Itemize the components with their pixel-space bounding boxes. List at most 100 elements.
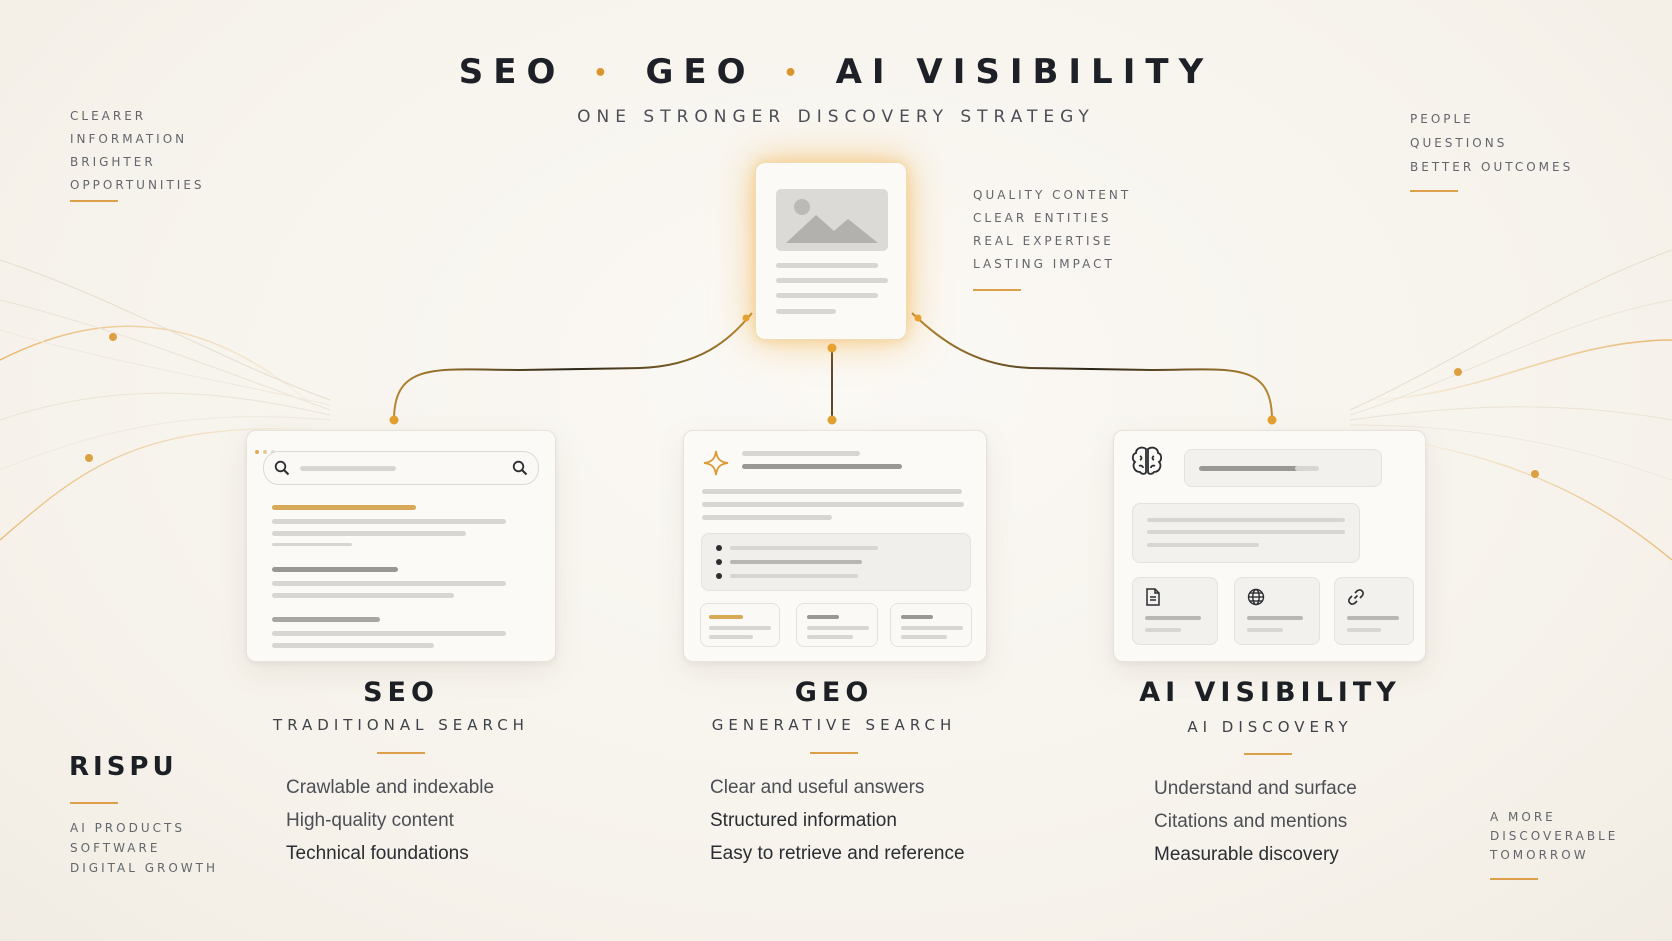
tile-line xyxy=(901,626,963,630)
title-geo: GEO xyxy=(645,52,756,92)
note-line: TOMORROW xyxy=(1490,848,1589,862)
answer-line xyxy=(1147,530,1345,534)
ai-visibility-list-item: Measurable discovery xyxy=(1154,844,1339,865)
seo-subtitle: TRADITIONAL SEARCH xyxy=(273,716,529,734)
brand-tagline-line: DIGITAL GROWTH xyxy=(70,861,219,875)
note-rule xyxy=(973,289,1021,291)
result-title-line xyxy=(272,617,380,622)
content-line xyxy=(776,309,836,314)
note-line: BETTER OUTCOMES xyxy=(1410,160,1574,174)
note-line: A MORE xyxy=(1490,810,1556,824)
result-line xyxy=(272,531,466,536)
result-line xyxy=(272,593,454,598)
document-icon xyxy=(1145,588,1161,610)
tile-line xyxy=(807,615,839,619)
note-line: QUESTIONS xyxy=(1410,136,1508,150)
seo-list-item: Crawlable and indexable xyxy=(286,777,495,798)
note-line: BRIGHTER xyxy=(70,155,156,169)
seo-list: Crawlable and indexable High-quality con… xyxy=(286,771,494,870)
ai-visibility-subtitle: AI DISCOVERY xyxy=(1187,718,1353,736)
globe-icon xyxy=(1247,588,1265,610)
seo-list-item: Technical foundations xyxy=(286,843,469,864)
title-seo: SEO xyxy=(458,52,566,92)
bullet xyxy=(716,573,722,579)
tile-line xyxy=(709,635,753,639)
image-placeholder-icon xyxy=(776,189,888,251)
bullet-line xyxy=(730,574,858,578)
note-line: DISCOVERABLE xyxy=(1490,829,1619,843)
content-line xyxy=(776,263,878,268)
search-icon xyxy=(274,460,290,480)
title-separator: • xyxy=(593,61,618,86)
tile-line xyxy=(709,615,743,619)
seo-title: SEO xyxy=(363,677,439,708)
tile-line xyxy=(1247,616,1303,620)
content-line xyxy=(776,293,878,298)
geo-list-item: Structured information xyxy=(710,810,897,831)
note-line: OPPORTUNITIES xyxy=(70,178,205,192)
bullet-line xyxy=(730,546,878,550)
result-line xyxy=(272,543,352,546)
ai-visibility-list-item: Understand and surface xyxy=(1154,778,1357,799)
geo-list-item: Clear and useful answers xyxy=(710,777,925,798)
note-rule xyxy=(1490,878,1538,880)
seo-list-item: High-quality content xyxy=(286,810,454,831)
answer-line xyxy=(702,489,962,494)
note-rule xyxy=(1410,190,1458,192)
tile-line xyxy=(901,615,933,619)
brand-tagline: AI PRODUCTS SOFTWARE DIGITAL GROWTH xyxy=(70,818,218,878)
citation-tile xyxy=(1234,577,1320,645)
search-bar xyxy=(263,451,539,485)
brand-rule xyxy=(70,802,118,804)
source-tile xyxy=(796,603,878,647)
tile-line xyxy=(807,626,869,630)
bullet-line xyxy=(730,560,862,564)
sparkle-icon xyxy=(702,449,730,481)
title-ai-visibility: AI VISIBILITY xyxy=(835,52,1214,92)
geo-subtitle: GENERATIVE SEARCH xyxy=(711,716,957,734)
answer-line xyxy=(702,515,832,520)
content-line xyxy=(776,278,888,283)
ai-visibility-list: Understand and surface Citations and men… xyxy=(1154,772,1357,871)
search-query-line xyxy=(300,466,396,471)
brand-tagline-line: AI PRODUCTS xyxy=(70,821,185,835)
note-center-right: QUALITY CONTENT CLEAR ENTITIES REAL EXPE… xyxy=(973,184,1131,276)
page-subtitle: ONE STRONGER DISCOVERY STRATEGY xyxy=(577,107,1095,127)
ai-answer-box xyxy=(1132,503,1360,563)
result-line xyxy=(272,643,434,648)
seo-card xyxy=(246,430,556,662)
result-title-line xyxy=(272,567,398,572)
note-line: QUALITY CONTENT xyxy=(973,188,1132,202)
right-waves xyxy=(1349,249,1672,561)
ai-visibility-title: AI VISIBILITY xyxy=(1139,677,1401,708)
geo-list: Clear and useful answers Structured info… xyxy=(710,771,965,870)
ai-visibility-rule xyxy=(1244,753,1292,755)
note-top-right: PEOPLE QUESTIONS BETTER OUTCOMES xyxy=(1410,107,1573,179)
result-line xyxy=(272,631,506,636)
connector-dots xyxy=(389,314,1277,425)
seo-rule xyxy=(377,752,425,754)
connectors xyxy=(393,312,1273,421)
wave-dots xyxy=(85,333,1539,478)
note-rule xyxy=(70,200,118,202)
citation-tile xyxy=(1132,577,1218,645)
tile-line xyxy=(709,626,771,630)
note-line: CLEARER xyxy=(70,109,147,123)
geo-rule xyxy=(810,752,858,754)
link-icon xyxy=(1347,588,1365,610)
page-title: SEO•GEO•AI VISIBILITY xyxy=(0,52,1672,92)
answer-line xyxy=(742,464,902,469)
answer-line xyxy=(702,502,964,507)
geo-card xyxy=(683,430,987,662)
prompt-line xyxy=(1295,466,1319,471)
ai-prompt-box xyxy=(1184,449,1382,487)
tile-line xyxy=(901,635,947,639)
ai-visibility-card xyxy=(1113,430,1426,662)
bullet xyxy=(716,545,722,551)
note-line: LASTING IMPACT xyxy=(973,257,1115,271)
content-card xyxy=(755,162,907,340)
left-waves xyxy=(0,259,331,541)
tile-line xyxy=(807,635,853,639)
answer-line xyxy=(1147,543,1259,547)
